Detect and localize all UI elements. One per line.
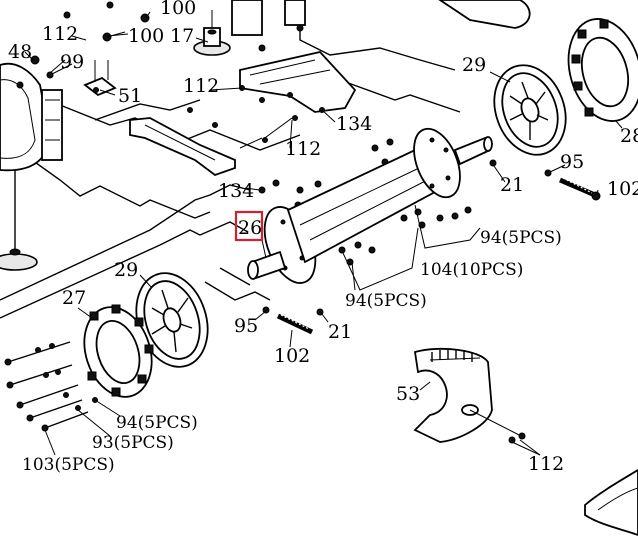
label-48: 48 (8, 41, 32, 63)
part-labels: 100 100 17 48 112 99 51 112 134 112 134 … (8, 0, 638, 475)
label-94-5pcs-right: 94(5PCS) (480, 228, 562, 248)
label-17: 17 (170, 25, 194, 47)
part-53-shell (413, 347, 526, 444)
label-100-top: 100 (160, 0, 196, 19)
label-102-right: 102 (607, 178, 638, 200)
label-112-bottom: 112 (528, 453, 564, 475)
label-53: 53 (396, 383, 420, 405)
axle-assembly-26 (247, 127, 493, 284)
top-left-small-parts (16, 1, 150, 97)
label-51: 51 (118, 85, 142, 107)
upper-bracket-plate (239, 51, 357, 113)
label-95-right: 95 (560, 151, 584, 173)
label-95-left: 95 (234, 315, 258, 337)
label-28: 28 (620, 125, 638, 147)
gear-27 (83, 304, 154, 398)
label-134-lower: 134 (218, 180, 254, 202)
label-93-5pcs: 93(5PCS) (92, 433, 174, 453)
lower-bracket-plate (129, 107, 298, 177)
label-29-left: 29 (114, 259, 138, 281)
label-21-left: 21 (328, 321, 352, 343)
pulley-29-right (493, 64, 567, 156)
pulley-29-left (135, 272, 209, 368)
label-21-right: 21 (500, 174, 524, 196)
side-housing (0, 62, 63, 271)
label-112-bracket: 112 (183, 75, 219, 97)
label-26: 26 (238, 217, 262, 239)
top-rails (231, 0, 531, 52)
label-112-lower: 112 (285, 138, 321, 160)
frame-outline (0, 0, 461, 319)
label-99: 99 (60, 51, 84, 73)
bolts-103 (4, 341, 98, 432)
part-17-foot (193, 10, 231, 56)
gear-28 (567, 18, 638, 122)
bolt-102-right (489, 159, 601, 201)
bottom-right-partial (584, 468, 638, 536)
label-94-5pcs-center: 94(5PCS) (345, 291, 427, 311)
label-104-10pcs: 104(10PCS) (420, 260, 523, 280)
leader-lines (24, 11, 623, 456)
part-26-highlight-box (234, 210, 264, 242)
label-27: 27 (62, 287, 86, 309)
label-94-5pcs-left: 94(5PCS) (116, 413, 198, 433)
label-112-top-left: 112 (42, 23, 78, 45)
label-29-right: 29 (462, 54, 486, 76)
label-100-second: 100 (128, 25, 164, 47)
label-103-5pcs: 103(5PCS) (22, 455, 115, 475)
bolt-102-left (262, 306, 324, 335)
label-134-upper: 134 (336, 113, 372, 135)
label-102-left: 102 (274, 345, 310, 367)
